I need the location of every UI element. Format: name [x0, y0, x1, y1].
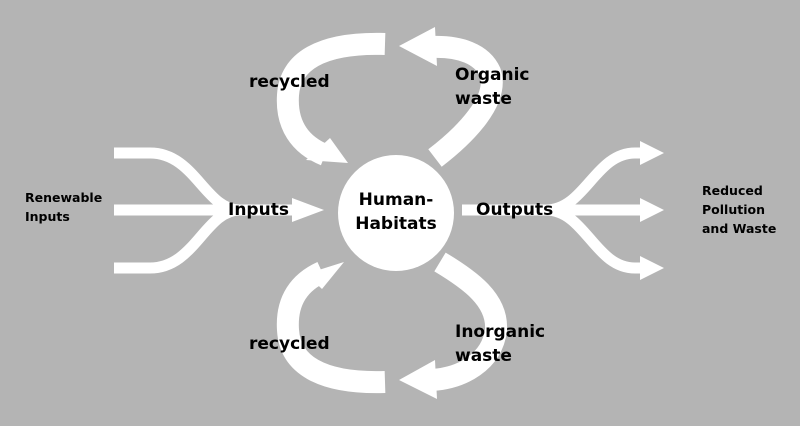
center-label: Human- Habitats: [355, 190, 437, 234]
output-line-top: [545, 147, 643, 216]
outputs-label: Outputs: [476, 200, 554, 220]
output-arrows: [462, 147, 643, 274]
output-arrowhead-top: [640, 141, 664, 165]
inorganic-waste-label: Inorganic waste: [455, 322, 546, 366]
output-arrowhead-middle: [640, 198, 664, 222]
inorganic-waste-arrowhead: [399, 360, 437, 399]
reduced-pollution-label: Reduced Pollution and Waste: [702, 183, 777, 236]
recycled-top-arrowhead: [306, 138, 348, 163]
inputs-label: Inputs: [228, 200, 289, 220]
recycled-top-label: recycled: [249, 72, 330, 92]
top-recycle-loop: [276, 27, 503, 167]
bottom-recycle-loop: [276, 252, 508, 399]
recycled-bottom-label: recycled: [249, 334, 330, 354]
organic-waste-arc: [428, 35, 503, 167]
recycled-top-arc: [276, 32, 386, 166]
input-line-top: [114, 147, 241, 216]
renewable-inputs-label: Renewable Inputs: [25, 190, 103, 224]
output-arrowhead-bottom: [640, 256, 664, 280]
organic-waste-label: Organic waste: [455, 65, 530, 109]
human-habitats-node: [338, 155, 454, 271]
output-line-bottom: [545, 204, 643, 274]
organic-waste-arrowhead: [399, 27, 437, 66]
input-line-bottom: [114, 204, 241, 274]
recycled-bottom-arc: [276, 261, 386, 394]
input-arrows: [114, 147, 296, 274]
inputs-arrowhead: [292, 198, 324, 222]
inorganic-waste-arc: [430, 252, 508, 391]
recycled-bottom-arrowhead: [306, 262, 344, 289]
